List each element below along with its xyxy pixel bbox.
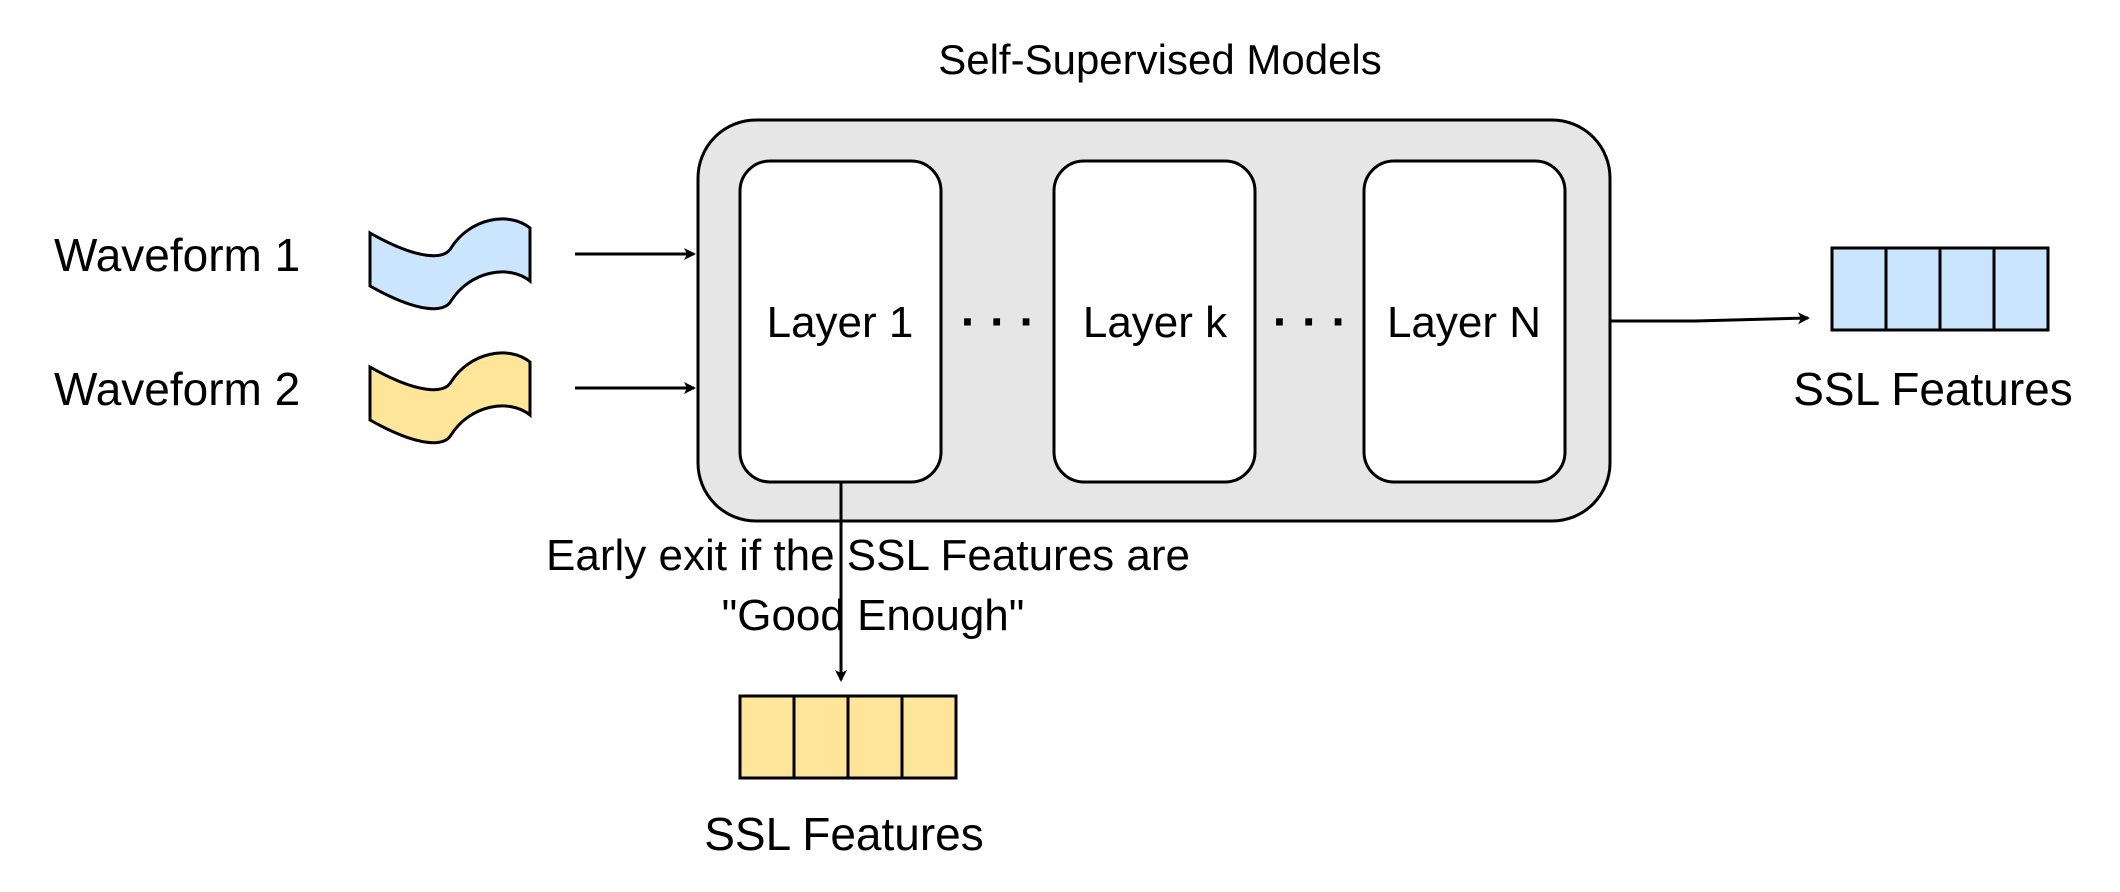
early-exit-caption-line-1: Early exit if the SSL Features are bbox=[546, 531, 1190, 580]
waveform-2-icon bbox=[368, 351, 532, 445]
layer-n-box bbox=[1362, 159, 1567, 484]
layer-k-label: Layer k bbox=[1083, 298, 1228, 347]
waveform-1-icon bbox=[368, 217, 532, 311]
layer-n-label: Layer N bbox=[1387, 298, 1541, 347]
early-exit-caption-line-2: "Good Enough" bbox=[722, 591, 1025, 640]
layer-1-label: Layer 1 bbox=[767, 298, 914, 347]
ellipsis-2: · · · bbox=[1273, 296, 1348, 349]
layer-k-box bbox=[1052, 159, 1257, 484]
early-ssl-features-icon bbox=[738, 694, 958, 780]
ellipsis-1: · · · bbox=[961, 296, 1036, 349]
final-ssl-features-icon bbox=[1830, 246, 2050, 332]
waveform-1-label: Waveform 1 bbox=[54, 229, 300, 281]
final-ssl-features-label: SSL Features bbox=[1793, 363, 2073, 415]
waveform-2-label: Waveform 2 bbox=[54, 363, 300, 415]
diagram-title: Self-Supervised Models bbox=[938, 36, 1382, 83]
early-ssl-features-label: SSL Features bbox=[704, 808, 984, 860]
output-arrow bbox=[1610, 312, 1810, 325]
